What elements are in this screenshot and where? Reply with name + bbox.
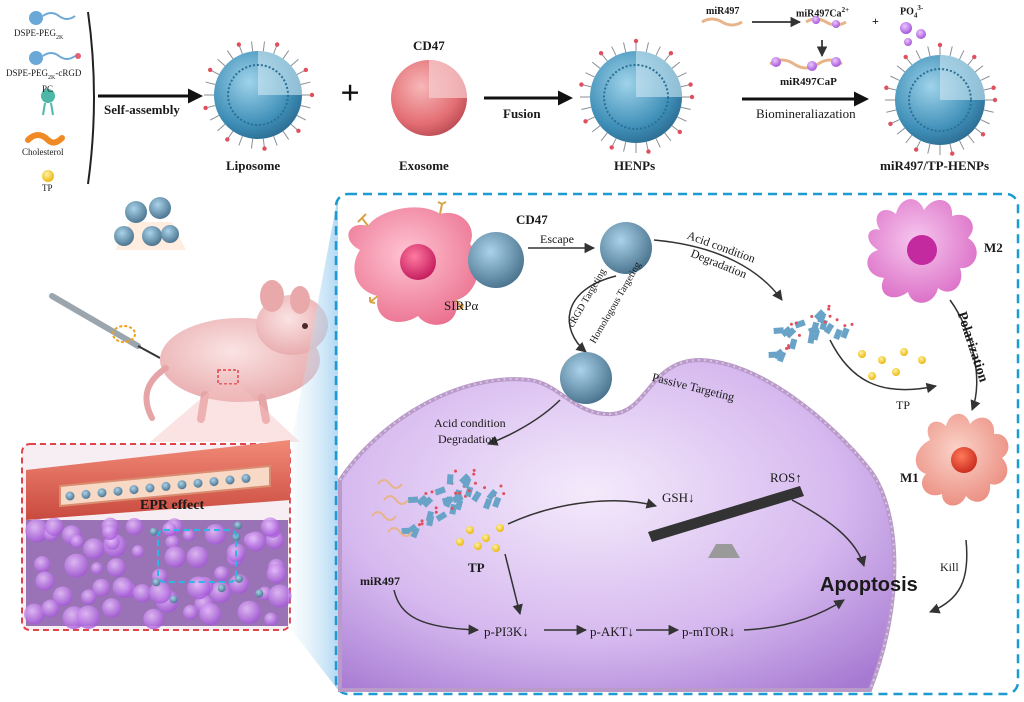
tp-release-arrow xyxy=(829,339,938,394)
targeting-arrow xyxy=(568,275,617,353)
gsh-arrow xyxy=(507,498,658,525)
label-apoptosis: Apoptosis xyxy=(820,574,918,596)
label-cholesterol: Cholesterol xyxy=(22,147,64,157)
zoom-funnel-epr xyxy=(290,196,338,690)
label-mir497cap: miR497CaP xyxy=(780,76,837,88)
epr-panel xyxy=(21,440,292,631)
tp-molecules-inner xyxy=(456,524,504,552)
label-escape: Escape xyxy=(540,232,574,246)
mtor-apoptosis-arrow xyxy=(743,599,845,631)
apoptosis-arrow-seesaw xyxy=(791,499,867,568)
label-henps: HENPs xyxy=(614,158,656,173)
henps xyxy=(590,51,682,143)
mir497-pathway-arrow xyxy=(393,589,480,635)
inner-degradation-arrow xyxy=(487,399,561,446)
degraded-fragments-inner xyxy=(401,468,506,539)
label-mir497-top: miR497 xyxy=(706,6,740,17)
final-nanoparticle xyxy=(895,55,985,145)
label-mtor: p-mTOR↓ xyxy=(682,624,736,639)
label-tp-inner: TP xyxy=(468,560,485,575)
label-sirpa: SIRPα xyxy=(444,298,479,313)
label-degradation-inner: Degradation xyxy=(438,432,498,446)
plus-sign: + xyxy=(340,75,359,112)
label-mir497ca: miR497Ca2+ xyxy=(796,6,850,20)
dspe-peg-crgd-icon xyxy=(29,51,43,65)
label-epr-effect: EPR effect xyxy=(140,498,205,513)
nanoparticle-icon xyxy=(468,232,524,288)
mechanism-panel-border xyxy=(334,192,1020,696)
label-gsh: GSH↓ xyxy=(662,490,695,505)
label-m2: M2 xyxy=(984,240,1003,255)
label-dspe-peg: DSPE-PEG2K xyxy=(14,28,64,41)
zoom-funnel-mouse xyxy=(150,384,300,442)
final-spikes xyxy=(884,42,998,156)
pc-icon xyxy=(41,89,55,103)
nanoparticle-icon xyxy=(560,352,612,404)
label-tp-legend: TP xyxy=(42,183,53,193)
label-m1: M1 xyxy=(900,470,919,485)
tumor-cell-membrane xyxy=(338,357,897,692)
acid-degradation-arrow xyxy=(653,239,783,301)
macrophage-m2 xyxy=(867,199,977,303)
henps-spikes xyxy=(579,38,695,154)
polarization-arrow xyxy=(949,299,981,411)
label-akt: p-AKT↓ xyxy=(590,624,635,639)
label-pc: PC xyxy=(42,84,54,94)
label-tp-top: TP xyxy=(896,398,911,412)
label-self-assembly: Self-assembly xyxy=(104,102,180,117)
liposome-spikes xyxy=(203,41,315,151)
label-cd47-mech: CD47 xyxy=(516,212,548,227)
label-biomineralization: Biomineraliazation xyxy=(756,106,856,121)
mineral-scheme xyxy=(701,16,926,71)
component-legend xyxy=(25,11,95,185)
label-acid-condition-inner: Acid condition xyxy=(434,416,506,430)
tp-pathway-arrow xyxy=(504,553,523,616)
label-po4: PO43- xyxy=(900,4,924,20)
kill-arrow xyxy=(929,539,968,614)
label-cd47-top: CD47 xyxy=(413,38,445,53)
label-fusion: Fusion xyxy=(503,106,541,121)
phosphate-icon xyxy=(900,22,912,34)
label-exosome: Exosome xyxy=(399,158,449,173)
nanoparticle-icon xyxy=(600,222,652,274)
label-liposome: Liposome xyxy=(226,158,281,173)
dspe-peg-icon xyxy=(29,11,43,25)
label-dspe-peg-crgd: DSPE-PEG2K-cRGD xyxy=(6,68,82,81)
injection-scene xyxy=(49,197,186,359)
degraded-fragments xyxy=(768,304,854,363)
label-pi3k: p-PI3K↓ xyxy=(484,624,529,639)
exosome xyxy=(391,60,467,136)
label-plus-mineral: + xyxy=(872,14,879,28)
seesaw-icon xyxy=(648,486,804,558)
mir497-strands xyxy=(371,479,413,537)
label-final-product: miR497/TP-HENPs xyxy=(880,158,990,173)
label-mir497-inner: miR497 xyxy=(360,574,400,588)
tp-molecules xyxy=(858,348,926,380)
macrophage-m1 xyxy=(915,413,1009,506)
tp-icon xyxy=(42,170,54,182)
tumor-cell-sirpa xyxy=(348,201,524,325)
mouse-icon xyxy=(143,280,328,424)
label-ros: ROS↑ xyxy=(770,470,802,485)
syringe-icon xyxy=(49,293,141,349)
label-kill: Kill xyxy=(940,560,959,574)
cholesterol-icon xyxy=(25,132,65,146)
calcium-ion-icon xyxy=(812,16,820,24)
liposome xyxy=(214,51,302,139)
